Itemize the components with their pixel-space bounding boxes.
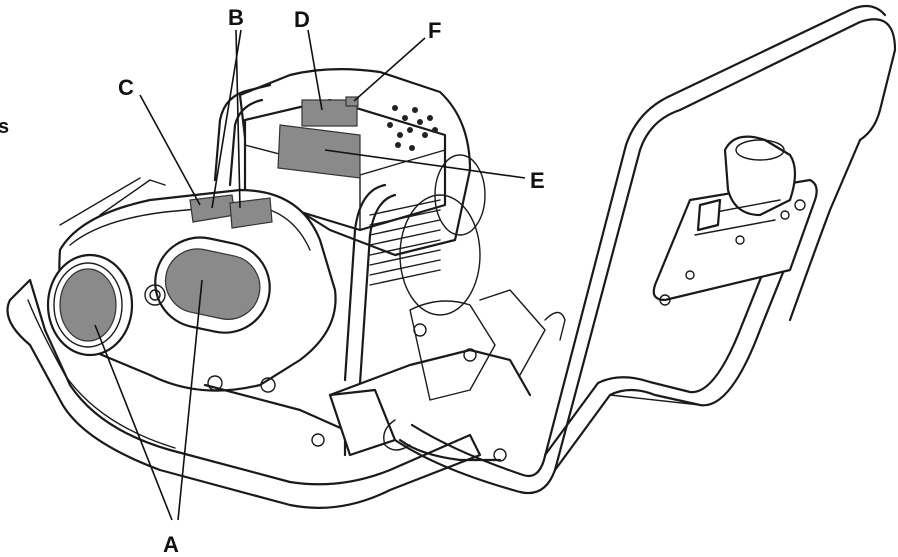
decal-f bbox=[345, 96, 359, 107]
callout-e: E bbox=[530, 168, 545, 193]
callout-d: D bbox=[294, 7, 310, 32]
belt-guard bbox=[46, 177, 337, 392]
leader-a1 bbox=[94, 324, 173, 521]
edge-text: s bbox=[0, 116, 9, 138]
leader-a2 bbox=[177, 279, 203, 521]
handle-frame bbox=[393, 4, 897, 495]
leader-b2 bbox=[211, 29, 242, 209]
handle-control-panel bbox=[652, 135, 818, 306]
callout-a: A bbox=[163, 532, 179, 557]
callout-c: C bbox=[118, 75, 134, 100]
decal-e bbox=[277, 124, 361, 179]
decal-b bbox=[229, 197, 273, 229]
decal-a-window bbox=[164, 248, 261, 320]
leader-lines bbox=[94, 29, 526, 521]
callout-labels: A B C D E F bbox=[118, 5, 545, 557]
callout-b: B bbox=[228, 5, 244, 30]
mount-frame bbox=[203, 289, 566, 462]
callout-f: F bbox=[428, 18, 441, 43]
decal-a-pulley bbox=[59, 268, 117, 342]
leader-c bbox=[139, 94, 201, 206]
vent-holes bbox=[387, 105, 438, 151]
leader-f bbox=[353, 37, 426, 102]
leader-e bbox=[324, 149, 526, 179]
leader-d bbox=[307, 29, 323, 111]
